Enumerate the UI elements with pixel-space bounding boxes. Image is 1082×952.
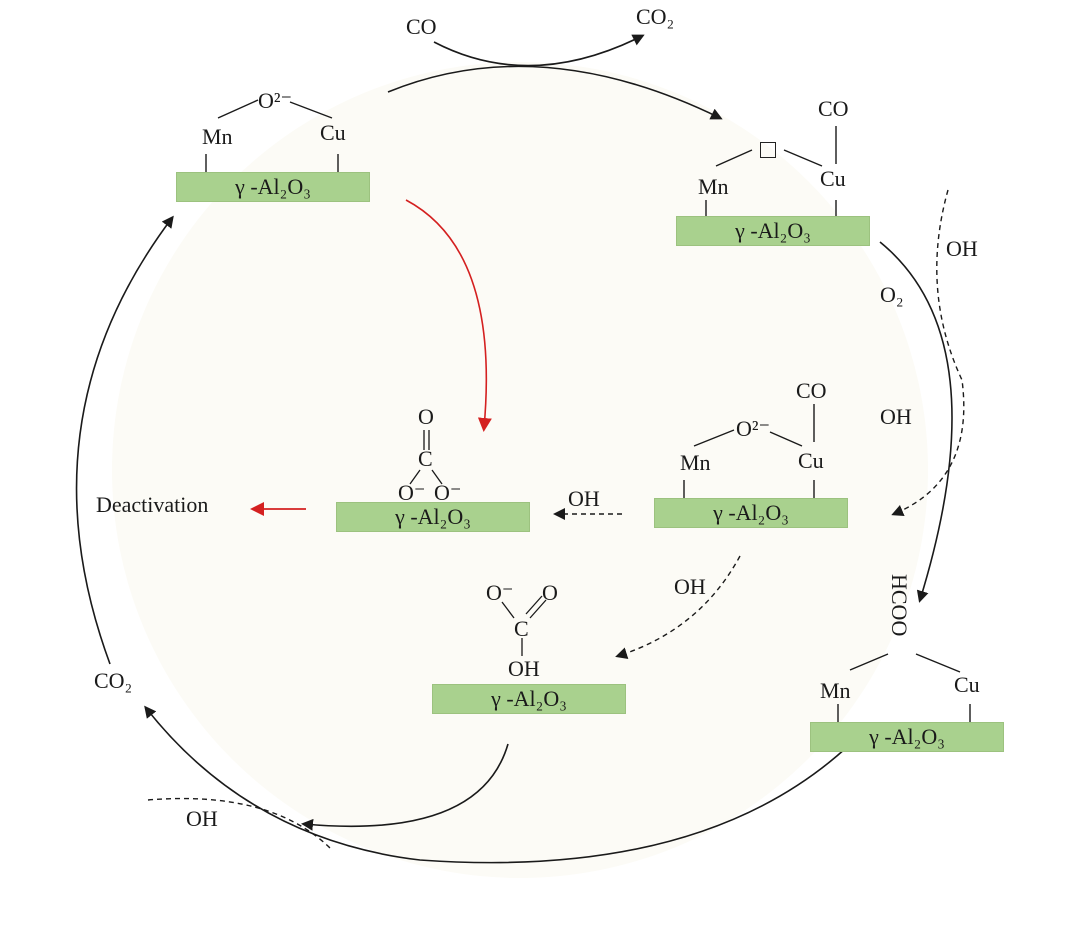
bicarbonate-o-right: O <box>542 580 558 605</box>
carbonate-o-top: O <box>418 404 434 429</box>
s4-formate-cu-bond <box>915 653 961 673</box>
deactivation-label: Deactivation <box>96 492 209 517</box>
co2-left-label: CO₂ <box>94 668 133 693</box>
s2-cu: Cu <box>820 166 846 191</box>
s1-mn-o-bond <box>217 99 259 119</box>
cycle-arrow-right <box>879 241 953 603</box>
bicarbonate-double-bond-1 <box>529 599 547 619</box>
s3-cu: Cu <box>798 448 824 473</box>
s3-support: γ -Al₂O₃ <box>654 498 848 528</box>
co-in-label: CO <box>406 14 437 39</box>
bicarbonate-support: γ -Al₂O₃ <box>432 684 626 714</box>
s2-mn: Mn <box>698 174 729 199</box>
cycle-arrow-top <box>387 65 723 120</box>
bicarbonate-oh: OH <box>508 656 540 681</box>
co-oxidation-arrow <box>433 34 645 67</box>
oh-right-label: OH <box>946 236 978 261</box>
s2-vacancy-cu-bond <box>783 149 823 167</box>
s1-support: γ -Al₂O₃ <box>176 172 370 202</box>
cycle-background <box>112 62 928 878</box>
s4-support: γ -Al₂O₃ <box>810 722 1004 752</box>
oh-dashed-arrow-bottom <box>147 797 331 849</box>
bicarbonate-c: C <box>514 616 529 641</box>
s2-co: CO <box>818 96 849 121</box>
oh-center-label: OH <box>568 486 600 511</box>
oh-dashed-arrow-lower <box>615 555 741 659</box>
s4-cu: Cu <box>954 672 980 697</box>
s3-co: CO <box>796 378 827 403</box>
deactivation-path-arrow <box>405 199 492 432</box>
oxygen-vacancy-icon <box>760 142 776 158</box>
oh-bottom-label: OH <box>186 806 218 831</box>
carbonate-o-left: O⁻ <box>398 480 426 505</box>
oh-lower-label: OH <box>674 574 706 599</box>
s3-o-cu-bond <box>769 431 803 447</box>
s3-o2minus: O²⁻ <box>736 416 771 441</box>
carbonate-right-bond <box>431 469 443 485</box>
s2-support: γ -Al₂O₃ <box>676 216 870 246</box>
s4-formate: HCOO <box>887 574 912 637</box>
s1-o-cu-bond <box>289 101 333 119</box>
s2-mn-vacancy-bond <box>715 149 753 167</box>
s1-mn: Mn <box>202 124 233 149</box>
carbonate-left-bond <box>409 469 421 485</box>
s4-mn: Mn <box>820 678 851 703</box>
cycle-arrow-bottom <box>144 705 847 864</box>
oh-mid-right-label: OH <box>880 404 912 429</box>
s3-mn: Mn <box>680 450 711 475</box>
cycle-arrow-left <box>75 215 174 665</box>
co2-top-label: CO₂ <box>636 4 675 29</box>
oh-dashed-arrow-right <box>891 189 965 517</box>
o2-label: O₂ <box>880 282 904 307</box>
s1-cu: Cu <box>320 120 346 145</box>
bicarbonate-left-bond <box>501 601 515 619</box>
bicarbonate-o-left: O⁻ <box>486 580 514 605</box>
bicarbonate-double-bond-2 <box>525 595 543 615</box>
carbonate-c: C <box>418 446 433 471</box>
carbonate-o-right: O⁻ <box>434 480 462 505</box>
bicarbonate-decomposition-arrow <box>301 743 509 831</box>
carbonate-support: γ -Al₂O₃ <box>336 502 530 532</box>
s4-mn-formate-bond <box>849 653 889 671</box>
s1-o2minus: O²⁻ <box>258 88 293 113</box>
s3-mn-o-bond <box>693 429 735 447</box>
